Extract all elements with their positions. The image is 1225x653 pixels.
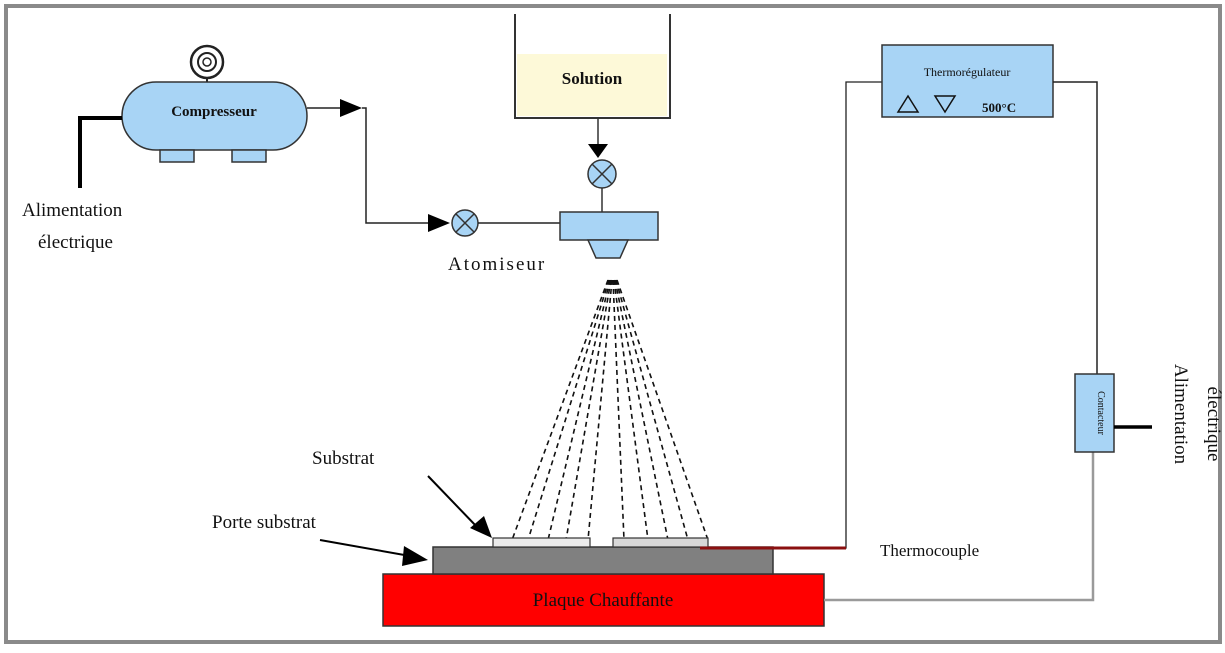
hot-plate-label: Plaque Chauffante	[533, 590, 674, 611]
power-supply-left-line1: Alimentation	[22, 200, 123, 221]
contactor: Contacteur	[1074, 373, 1115, 453]
compressor: Compresseur	[121, 44, 308, 163]
power-supply-right-line1: Alimentation	[1170, 364, 1191, 465]
power-supply-left-line2: électrique	[38, 232, 113, 253]
regulator-to-contactor-wire	[1053, 81, 1098, 374]
thermocouple-label: Thermocouple	[880, 541, 979, 560]
atomizer-nozzle	[586, 239, 630, 259]
flow-arrow-icon	[428, 214, 450, 232]
pressure-gauge-icon	[189, 44, 225, 84]
substrate-holder-label: Porte substrat	[212, 512, 317, 533]
flow-arrow-icon	[402, 546, 428, 566]
temperature-readout: 500°C	[982, 100, 1016, 115]
compressor-foot-right	[231, 149, 267, 163]
air-pipe	[362, 107, 430, 224]
flow-arrow-icon	[470, 516, 492, 538]
thermoregulator-label: Thermorégulateur	[924, 65, 1011, 79]
substrate-label: Substrat	[312, 448, 375, 469]
compressor-label: Compresseur	[171, 104, 257, 120]
valve-icon	[451, 209, 479, 237]
power-cable-left	[78, 116, 122, 188]
solution-container: Solution	[514, 14, 671, 119]
substrate-left	[492, 537, 591, 548]
compressor-foot-left	[159, 149, 195, 163]
increase-triangle-icon	[896, 94, 920, 113]
spray-cone	[511, 279, 709, 541]
atomizer	[559, 211, 659, 259]
substrate-pointer	[427, 475, 479, 529]
valve-icon	[587, 159, 617, 189]
power-supply-right-line2: électrique	[1203, 387, 1224, 462]
contactor-label: Contacteur	[1095, 391, 1106, 436]
hotplate-to-contactor-wire	[824, 452, 1095, 602]
flow-arrow-icon	[588, 144, 608, 158]
thermoregulator: Thermorégulateur 500°C	[881, 44, 1054, 118]
atomizer-label: Atomiseur	[448, 254, 546, 275]
substrate-holder-pointer	[319, 539, 411, 557]
solution-label: Solution	[562, 69, 623, 88]
substrate-holder	[432, 546, 774, 575]
substrate-right	[612, 537, 709, 548]
decrease-triangle-icon	[933, 95, 957, 114]
flow-arrow-icon	[340, 99, 362, 117]
